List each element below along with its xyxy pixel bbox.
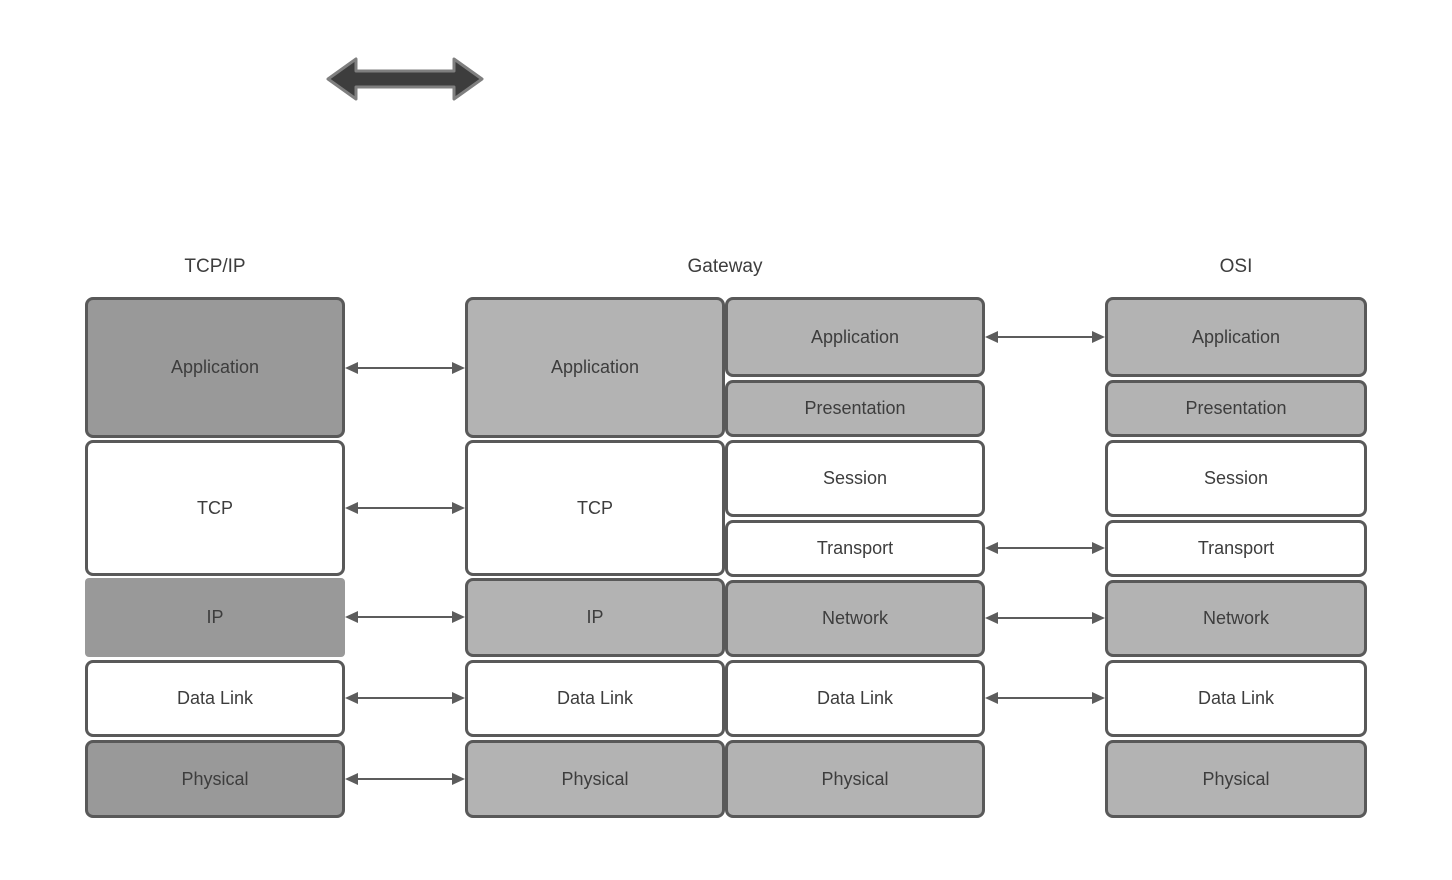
layer-label: Application (170, 357, 260, 377)
gateway-left-layer-physical: Physical (465, 740, 725, 818)
layer-label: Application (550, 357, 640, 377)
gateway-column-header: Gateway (687, 256, 763, 277)
osi-layer-physical: Physical (1105, 740, 1367, 818)
tcpip-layer-physical: Physical (85, 740, 345, 818)
osi-layer-transport: Transport (1105, 520, 1367, 577)
layer-label: Physical (181, 768, 249, 789)
double-arrow-gateway-osi-application (985, 331, 1105, 343)
layer-label: Data Link (556, 688, 634, 708)
layer-label: Session (1203, 468, 1269, 488)
layer-label: Transport (1197, 538, 1275, 558)
gateway-left-layer-data-link: Data Link (465, 660, 725, 737)
layer-label: Network (821, 608, 888, 628)
gateway-right-layer-physical: Physical (725, 740, 985, 818)
gateway-right-layer-presentation: Presentation (725, 380, 985, 437)
layer-label: Transport (816, 538, 894, 558)
layer-label: Network (1202, 608, 1269, 628)
double-arrow-tcpip-gateway-ip (345, 611, 465, 623)
layer-label: IP (586, 607, 604, 627)
tcpip-layer-ip: IP (85, 578, 345, 657)
thick-bidirectional-arrow-icon (326, 57, 484, 101)
osi-layer-data-link: Data Link (1105, 660, 1367, 737)
layer-label: Presentation (804, 398, 906, 418)
tcpip-column-header: TCP/IP (184, 256, 246, 277)
tcpip-layer-application: Application (85, 297, 345, 438)
layer-label: Physical (1202, 768, 1270, 789)
gateway-right-layer-session: Session (725, 440, 985, 517)
double-arrow-gateway-osi-data-link (985, 692, 1105, 704)
layer-label: Application (1191, 326, 1281, 347)
double-arrow-gateway-osi-network (985, 612, 1105, 624)
tcpip-layer-data-link: Data Link (85, 660, 345, 737)
layer-label: TCP (197, 497, 233, 518)
gateway-right-layer-network: Network (725, 580, 985, 657)
tcpip-layer-tcp: TCP (85, 440, 345, 576)
layer-label: Physical (561, 768, 629, 789)
gateway-left-layer-application: Application (465, 297, 725, 438)
layer-label: Data Link (1197, 688, 1275, 708)
layer-label: Data Link (816, 688, 894, 708)
layer-label: Data Link (176, 688, 254, 708)
osi-layer-presentation: Presentation (1105, 380, 1367, 437)
layer-label: Physical (821, 768, 889, 789)
gateway-right-layer-application: Application (725, 297, 985, 377)
osi-layer-session: Session (1105, 440, 1367, 517)
layer-label: Session (822, 468, 888, 488)
gateway-left-layer-tcp: TCP (465, 440, 725, 576)
osi-layer-application: Application (1105, 297, 1367, 377)
gateway-left-layer-ip: IP (465, 578, 725, 657)
layer-label: Application (810, 326, 900, 347)
double-arrow-tcpip-gateway-tcp (345, 502, 465, 514)
osi-column-header: OSI (1219, 256, 1253, 277)
double-arrow-tcpip-gateway-data-link (345, 692, 465, 704)
layer-label: IP (206, 607, 224, 627)
double-arrow-tcpip-gateway-physical (345, 773, 465, 785)
double-arrow-tcpip-gateway-application (345, 362, 465, 374)
gateway-right-layer-data-link: Data Link (725, 660, 985, 737)
layer-label: TCP (577, 497, 613, 518)
gateway-right-layer-transport: Transport (725, 520, 985, 577)
double-arrow-gateway-osi-transport (985, 542, 1105, 554)
osi-layer-network: Network (1105, 580, 1367, 657)
layer-label: Presentation (1185, 398, 1287, 418)
